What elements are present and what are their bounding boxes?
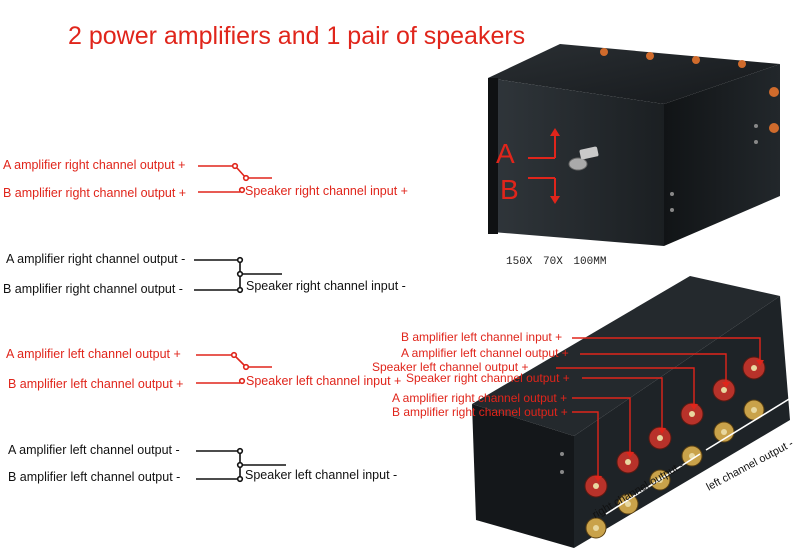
label-speaker-right-pos: Speaker right channel input + <box>245 184 408 198</box>
label-a-right-pos: A amplifier right channel output + <box>3 158 186 172</box>
page-title: 2 power amplifiers and 1 pair of speaker… <box>68 22 526 50</box>
label-speaker-right-neg: Speaker right channel input - <box>246 279 406 293</box>
rear-leader-lines <box>556 337 761 476</box>
label-a-left-neg: A amplifier left channel output - <box>8 443 180 457</box>
label-a-right-neg: A amplifier right channel output - <box>6 252 186 266</box>
label-a-left-pos: A amplifier left channel output + <box>6 347 181 361</box>
switch-label-a: A <box>496 138 515 169</box>
label-speaker-left-neg: Speaker left channel input - <box>245 468 398 482</box>
bottom-arrows <box>605 395 795 515</box>
switch-box-rear <box>472 276 790 548</box>
rear-label-spk-left-out: Speaker left channel output + <box>372 360 529 374</box>
label-b-left-pos: B amplifier left channel output + <box>8 377 184 391</box>
rear-label-a-left-out: A amplifier left channel output + <box>401 346 569 360</box>
label-b-right-neg: B amplifier right channel output - <box>3 282 183 296</box>
dimensions-label: 150X 70X 100MM <box>506 256 607 268</box>
label-b-right-pos: B amplifier right channel output + <box>3 186 187 200</box>
rear-leader-arrows <box>594 360 764 482</box>
rear-label-spk-right-out: Speaker right channel output + <box>406 371 570 385</box>
switch-right-negative <box>194 256 282 294</box>
label-b-left-neg: B amplifier left channel output - <box>8 470 181 484</box>
rear-label-b-left-in: B amplifier left channel input + <box>401 330 563 344</box>
terminal-posts <box>584 356 766 539</box>
switch-right-positive <box>198 162 272 194</box>
switch-direction-arrows <box>528 128 560 204</box>
rear-label-a-right-out: A amplifier right channel output + <box>392 391 568 405</box>
switch-label-b: B <box>500 174 519 205</box>
switch-left-negative <box>196 447 286 483</box>
switch-box-front <box>488 44 780 246</box>
rear-label-b-right-out: B amplifier right channel output + <box>392 405 568 419</box>
label-speaker-left-pos: Speaker left channel input + <box>246 374 402 388</box>
switch-left-positive <box>196 351 272 385</box>
